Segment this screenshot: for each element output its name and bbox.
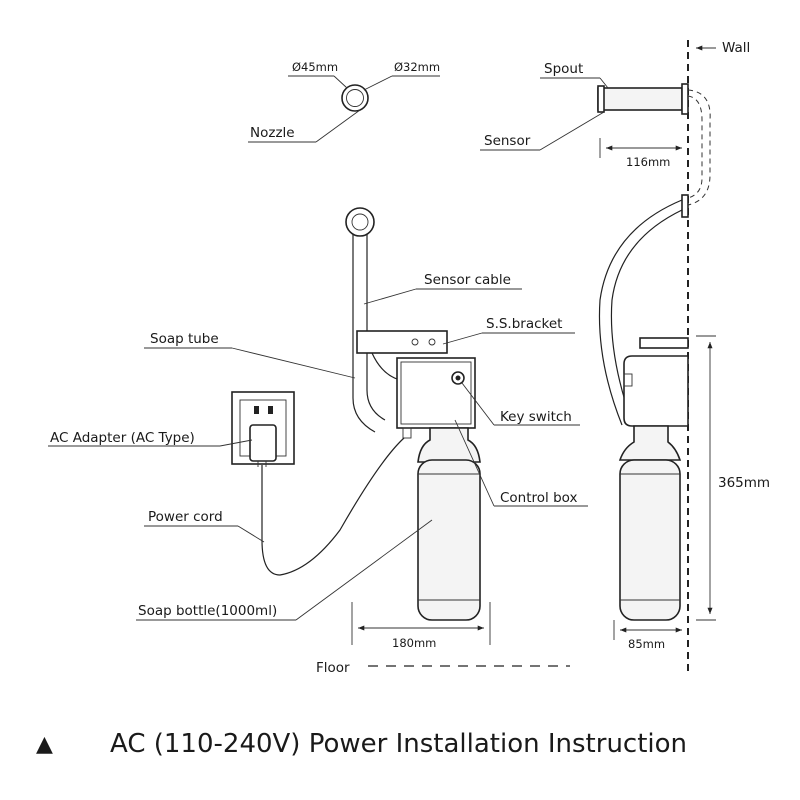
nozzle-outer-ring [341, 84, 369, 112]
control-box-label: Control box [500, 490, 578, 506]
side-width-dimension: 85mm [628, 637, 665, 651]
control-box [396, 357, 476, 429]
soap-bottle [417, 459, 481, 621]
caption-text: AC (110-240V) Power Installation Instruc… [110, 729, 688, 759]
ss-bracket-label: S.S.bracket [486, 316, 562, 332]
sensor-label: Sensor [484, 133, 531, 149]
installation-diagram: Ø45mm Ø32mm Nozzle [48, 40, 770, 676]
nozzle-inner-ring [346, 89, 364, 107]
nozzle-inner-diameter: Ø32mm [394, 60, 440, 74]
front-view: 180mm Floor Sensor cable S.S.bracket Soa… [48, 207, 588, 676]
side-view: Wall Sensor Spout 116mm [480, 40, 770, 672]
triangle-icon: ▲ [36, 731, 53, 757]
soap-tube-label: Soap tube [150, 331, 219, 347]
ss-bracket [356, 330, 448, 354]
front-nozzle-ring [345, 207, 375, 237]
nozzle-label: Nozzle [250, 125, 295, 141]
side-soap-bottle [619, 459, 681, 621]
side-control-box [623, 355, 689, 427]
power-cord-label: Power cord [148, 509, 223, 525]
floor-label: Floor [316, 660, 350, 676]
nozzle-detail: Ø45mm Ø32mm Nozzle [248, 60, 440, 143]
wall-label: Wall [722, 40, 750, 56]
ac-adapter [249, 424, 277, 462]
sensor-cable-label: Sensor cable [424, 272, 511, 288]
caption: ▲ AC (110-240V) Power Installation Instr… [36, 722, 687, 766]
spout-label: Spout [544, 61, 583, 77]
spout-length-dimension: 116mm [626, 155, 670, 169]
soap-bottle-label: Soap bottle(1000ml) [138, 603, 277, 619]
nozzle-outer-diameter: Ø45mm [292, 60, 338, 74]
ac-adapter-label: AC Adapter (AC Type) [50, 430, 195, 446]
front-width-dimension: 180mm [392, 636, 436, 650]
key-switch-label: Key switch [500, 409, 572, 425]
spout [597, 87, 683, 111]
height-dimension: 365mm [718, 475, 770, 491]
